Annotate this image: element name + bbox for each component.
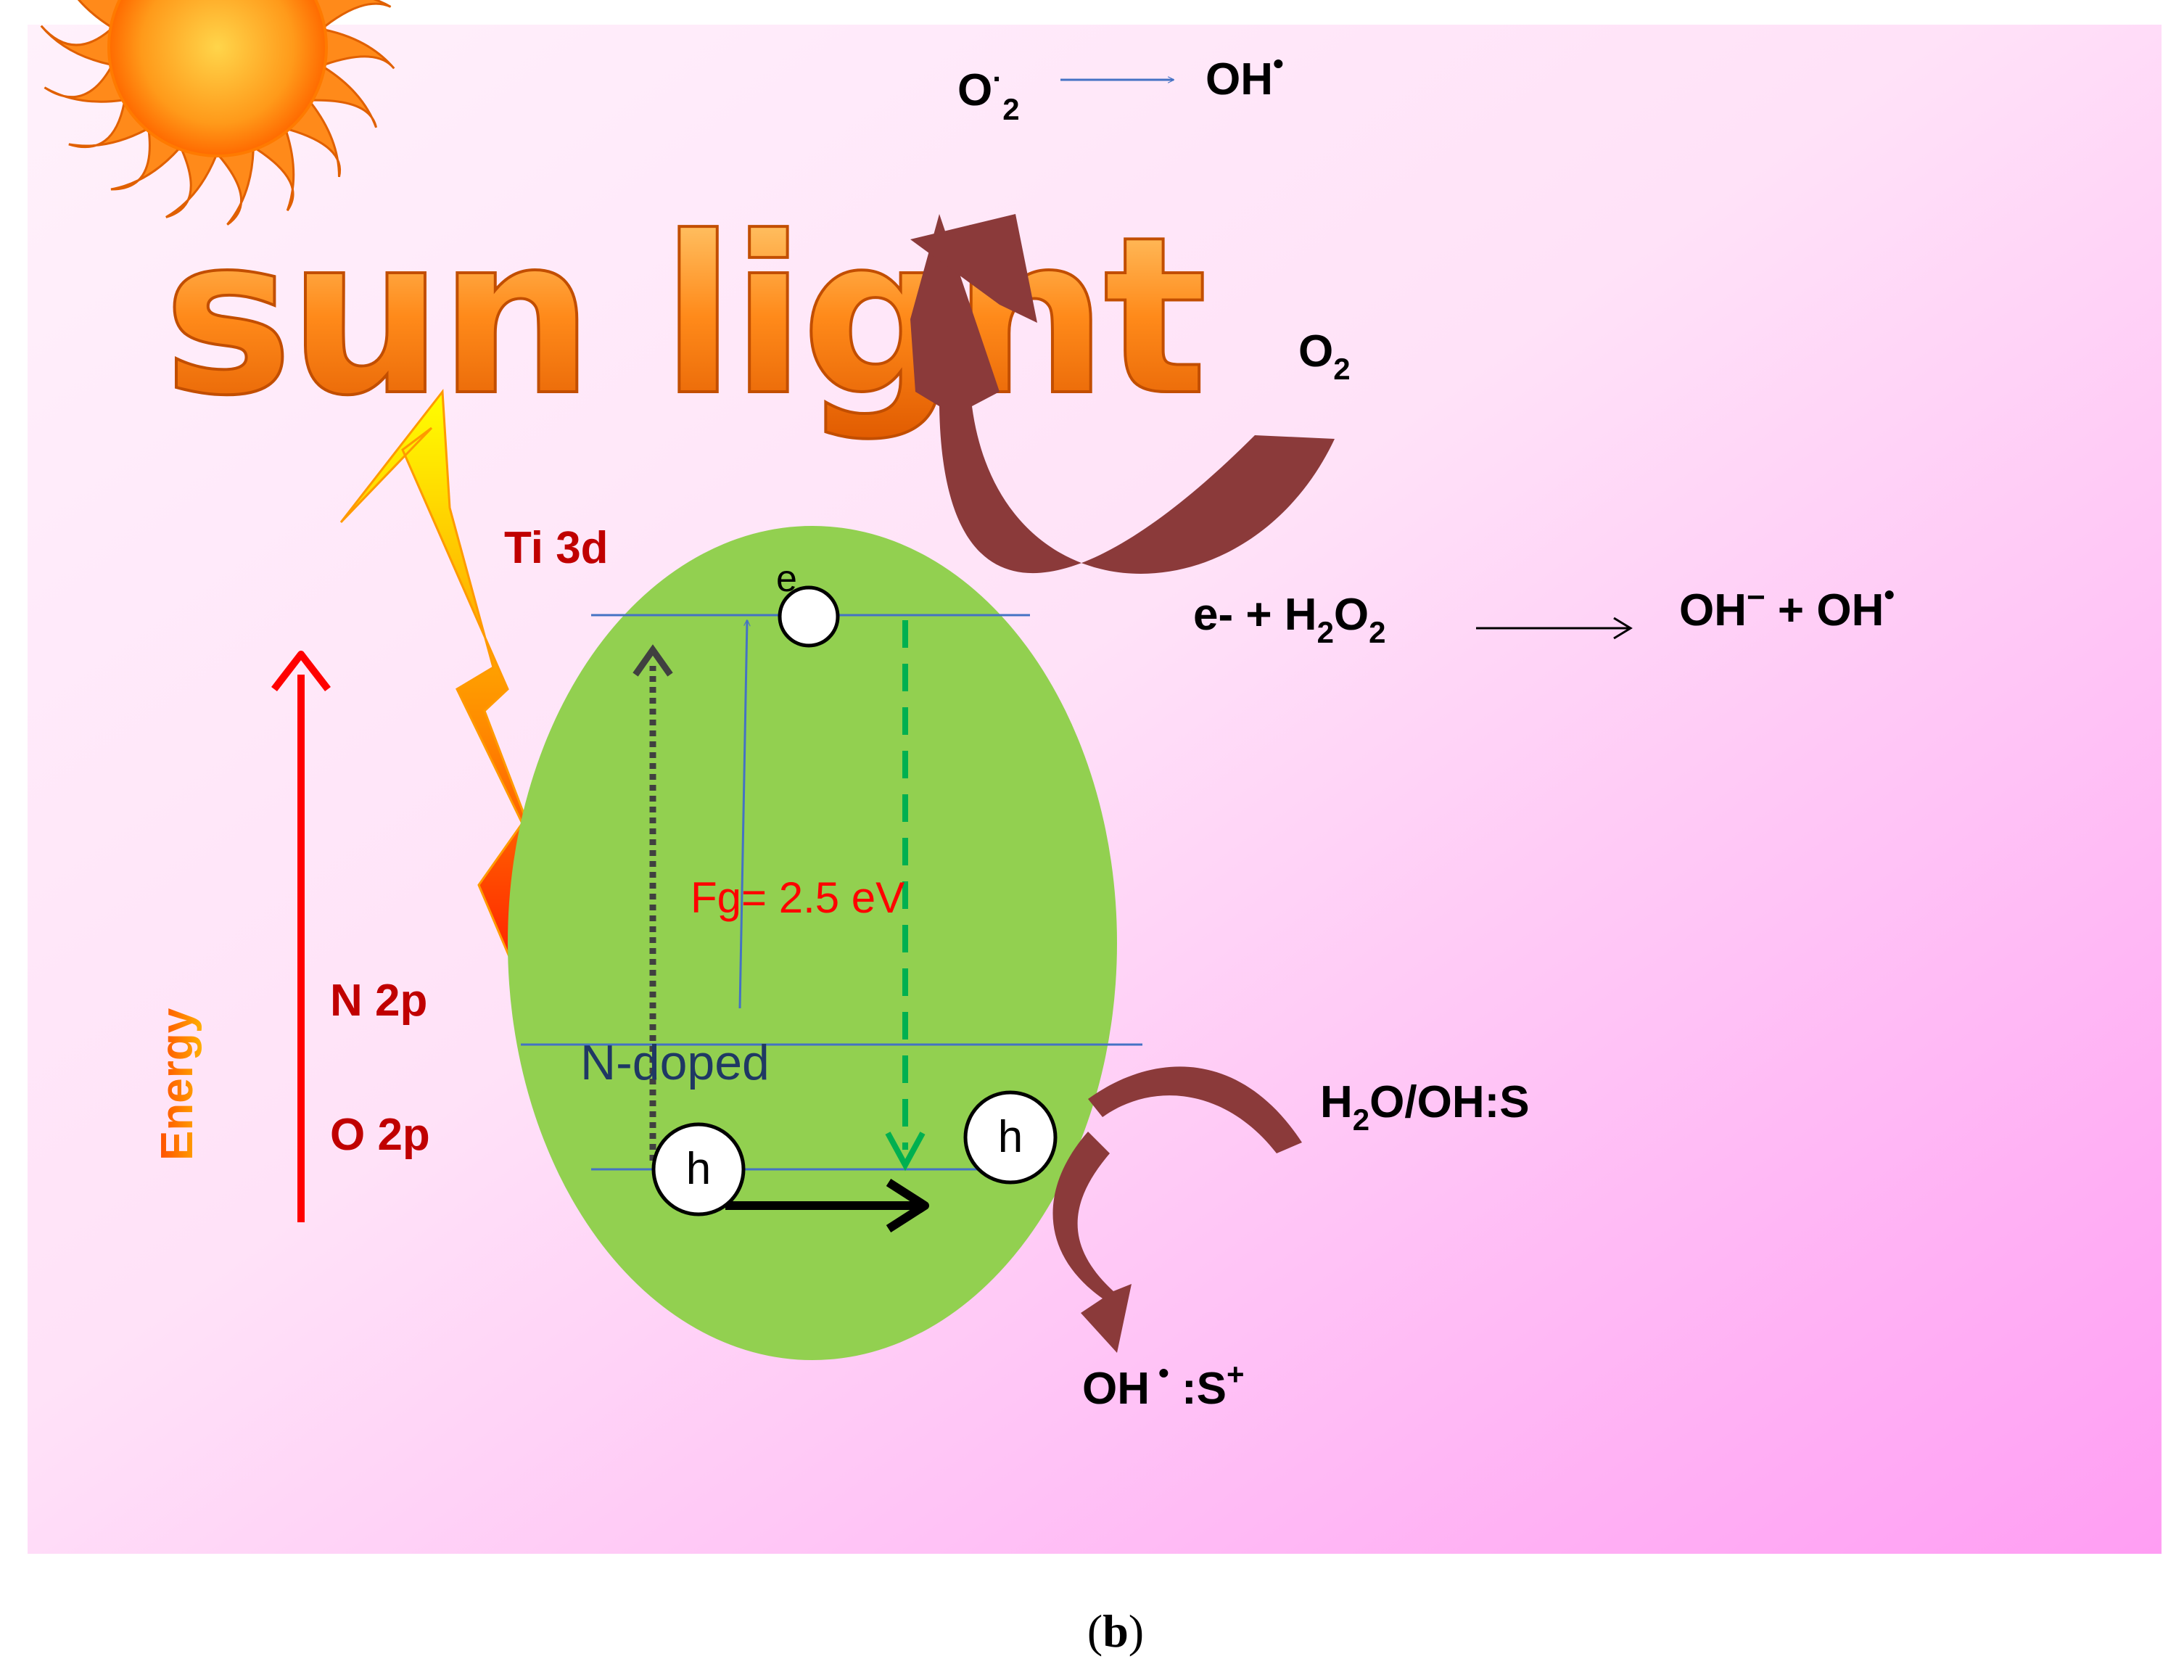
recombination-arrow xyxy=(885,620,926,1172)
sun-ray xyxy=(44,65,125,103)
oxygen-label: O2 xyxy=(1298,326,1351,386)
sun-light-title: sun light xyxy=(163,190,1206,443)
water-oxidation-curved-arrow-upper xyxy=(1088,1066,1302,1153)
ti-3d-label: Ti 3d xyxy=(504,523,609,573)
energy-axis-label: Energy xyxy=(152,1008,202,1161)
hole-carrier-left: h xyxy=(651,1122,746,1216)
svg-text:OH− + OH•: OH− + OH• xyxy=(1679,577,1895,635)
hole-label-right: h xyxy=(998,1112,1023,1162)
electron-label: e xyxy=(776,558,797,600)
sun-ray xyxy=(324,28,395,70)
excitation-arrow xyxy=(632,644,673,1161)
oxygen-reduction-curved-arrow xyxy=(910,214,1335,574)
superoxide-dot: · xyxy=(992,62,1002,96)
sun-ray xyxy=(254,130,295,212)
svg-text:OH•: OH• xyxy=(1206,46,1284,104)
electron-carrier: e xyxy=(776,558,840,648)
hole-label-left: h xyxy=(686,1144,711,1194)
band-gap-arrow xyxy=(738,620,747,1009)
peroxide-reaction: e- + H2O2 OH− + OH• xyxy=(1193,577,1895,649)
sun-ray xyxy=(40,25,112,66)
sun-ray xyxy=(165,148,218,218)
oxygen-reduction-arrowhead xyxy=(910,214,1037,323)
superoxide-product-dot: • xyxy=(1273,46,1284,81)
o-2p-label: O 2p xyxy=(330,1110,430,1160)
sun-ray xyxy=(310,65,378,128)
sun-ray xyxy=(77,0,122,29)
superoxide-sub: 2 xyxy=(1002,92,1019,126)
hydroxyl-radical-label: OH• :S+ xyxy=(1082,1356,1244,1414)
svg-text:e- + H2O2: e- + H2O2 xyxy=(1193,590,1386,649)
sun-ray xyxy=(68,100,149,149)
n-2p-label: N 2p xyxy=(330,976,427,1026)
water-label: H2O/OH:S xyxy=(1320,1077,1530,1137)
n-doped-label: N-doped xyxy=(580,1035,770,1090)
hole-carrier-right: h xyxy=(963,1090,1058,1185)
water-oxidation-curved-arrow-lower xyxy=(1052,1132,1132,1353)
band-gap-label: Fg= 2.5 eV xyxy=(691,873,904,922)
sun-ray xyxy=(287,101,342,178)
superoxide-base: O xyxy=(957,65,992,115)
hole-transfer-arrow xyxy=(725,1178,929,1233)
sun-ray xyxy=(313,0,392,29)
sun-ray xyxy=(110,129,181,191)
semiconductor-particle xyxy=(508,526,1117,1360)
sun-ray xyxy=(217,148,255,226)
energy-axis-arrow xyxy=(271,651,331,1222)
superoxide-product: OH xyxy=(1206,54,1273,104)
figure-caption: (b) xyxy=(1087,1605,1144,1657)
sun-icon xyxy=(40,0,395,226)
superoxide-reaction: O·2 OH• xyxy=(957,46,1284,126)
svg-text:O·2: O·2 xyxy=(957,62,1020,126)
